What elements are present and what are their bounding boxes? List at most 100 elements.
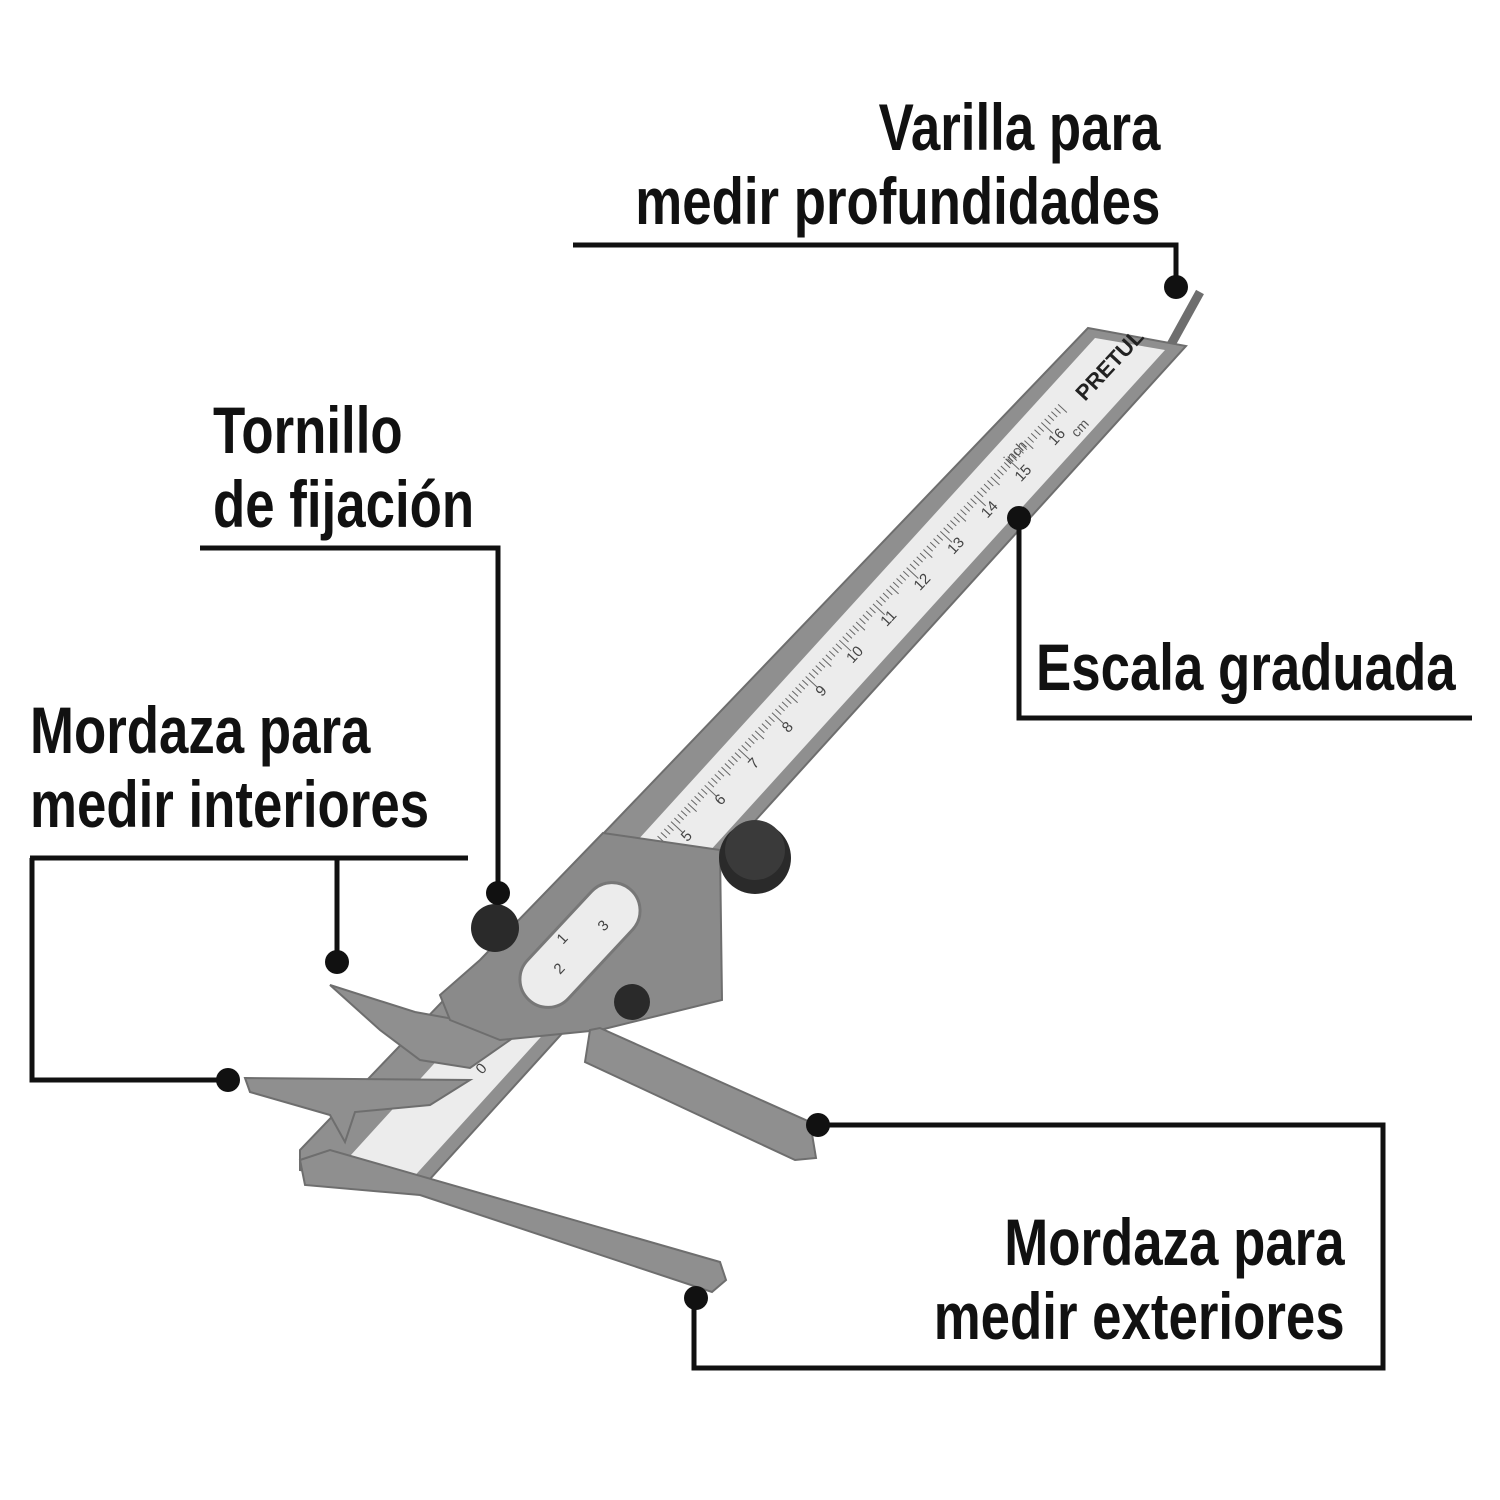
scale-tick — [805, 676, 818, 688]
scale-tick — [993, 472, 1001, 480]
scale-tick — [902, 570, 910, 578]
scale-tick — [872, 603, 886, 616]
scale-tick — [859, 618, 866, 625]
scale-tick — [785, 697, 792, 705]
scale-tick — [727, 759, 735, 766]
scale-tick — [1014, 451, 1021, 458]
label-lock-screw: Tornillo de fijación — [213, 393, 474, 541]
scale-tick — [886, 589, 893, 596]
scale-tick — [990, 476, 1000, 486]
scale-tick — [700, 788, 708, 795]
scale-tick — [818, 661, 826, 668]
scale-tick — [1037, 425, 1045, 432]
scale-tick — [788, 694, 798, 704]
scale-tick — [1030, 432, 1038, 440]
label-inner-jaws: Mordaza para medir interiores — [30, 693, 429, 841]
scale-tick — [680, 810, 688, 817]
scale-tick — [889, 585, 899, 595]
scale-tick — [741, 745, 748, 752]
scale-tick — [775, 708, 782, 715]
scale-tick — [983, 483, 991, 490]
scale-tick — [838, 639, 852, 652]
scale-tick — [1017, 447, 1024, 454]
scale-tick — [1027, 436, 1035, 443]
scale-tick — [815, 665, 822, 672]
scale-tick — [862, 614, 870, 621]
dot-scale — [1007, 506, 1031, 530]
scale-tick — [1051, 411, 1058, 418]
vernier-window — [518, 881, 642, 1009]
fixed-inner-jaw — [243, 1076, 474, 1145]
scale-tick — [869, 607, 876, 614]
scale-tick — [687, 803, 697, 812]
scale-tick — [825, 654, 833, 661]
scale-tick — [842, 636, 849, 643]
sliding-inner-jaw — [329, 984, 513, 1070]
scale-tick — [801, 679, 809, 686]
scale-tick — [781, 701, 789, 708]
scale-tick — [748, 737, 755, 744]
scale-tick — [1034, 429, 1041, 436]
scale-tick — [892, 581, 900, 588]
scale-tick — [970, 498, 977, 505]
sliding-outer-jaw — [583, 1026, 818, 1162]
depth-rod — [1164, 289, 1204, 353]
label-line: medir exteriores — [934, 1279, 1345, 1353]
scale-tick — [875, 599, 883, 607]
leader-inner-jaws-left — [29, 858, 228, 1083]
leader-scale — [1016, 518, 1472, 721]
label-scale: Escala graduada — [1036, 630, 1456, 704]
scale-tick — [906, 567, 919, 579]
scale-tick — [667, 824, 674, 832]
scale-tick — [953, 516, 960, 523]
scale-tick — [933, 538, 940, 545]
label-line: Escala graduada — [1036, 630, 1456, 704]
scale-tick — [1040, 422, 1054, 434]
scale-tick — [929, 541, 937, 549]
label-line: Varilla para — [878, 90, 1160, 164]
scale-tick — [1054, 407, 1061, 414]
label-line: Mordaza para — [30, 693, 371, 767]
scale-tick — [855, 621, 866, 631]
scale-tick — [1010, 454, 1018, 461]
scale-tick — [690, 799, 698, 806]
scale-tick — [714, 774, 721, 781]
scale-tick — [724, 763, 732, 770]
scale-tick — [1007, 458, 1020, 471]
scale-tick — [1044, 418, 1051, 425]
scale-tick — [882, 592, 890, 599]
scale-tick — [812, 668, 819, 676]
scale-tick — [660, 832, 668, 839]
scale-tick — [956, 512, 967, 522]
scale-tick — [778, 705, 785, 712]
scale-tick — [923, 549, 933, 559]
scale-tick — [674, 817, 681, 824]
lock-screw-knob-icon — [471, 904, 519, 952]
dot-outer-jaw-sliding — [806, 1113, 830, 1137]
scale-tick — [849, 628, 856, 636]
leader-lock-screw — [200, 545, 501, 893]
scale-tick — [808, 672, 816, 679]
label-line: Mordaza para — [1004, 1205, 1345, 1279]
scale-tick — [791, 690, 799, 697]
scale-tick — [1024, 440, 1034, 450]
scale-tick — [936, 534, 944, 541]
dot-depth-rod — [1164, 275, 1188, 299]
label-line: de fijación — [213, 467, 475, 541]
scale-tick — [909, 563, 917, 570]
scale-tick — [670, 821, 684, 833]
scale-tick — [997, 469, 1004, 476]
scale-tick — [771, 712, 785, 724]
scale-tick — [704, 784, 717, 797]
scale-tick — [1003, 462, 1011, 469]
scale-tick — [694, 795, 701, 803]
dot-lock-screw — [486, 881, 510, 905]
scale-tick — [795, 686, 802, 694]
scale-tick — [754, 730, 765, 740]
scale-tick — [916, 556, 923, 563]
scale-tick — [1047, 414, 1055, 422]
scale-tick — [707, 781, 715, 788]
label-outer-jaws: Mordaza para medir exteriores — [934, 1205, 1345, 1353]
scale-tick — [966, 501, 974, 509]
